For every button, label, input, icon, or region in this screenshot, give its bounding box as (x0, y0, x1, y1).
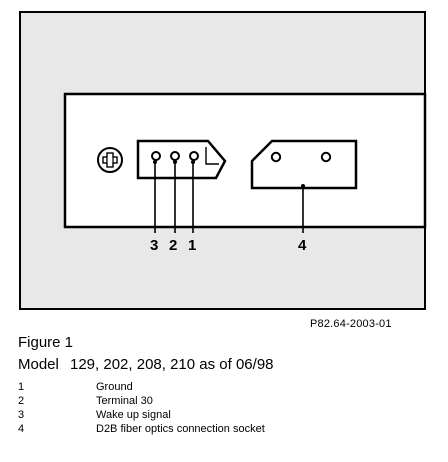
callout-3: 3 (150, 237, 158, 254)
legend-number: 1 (18, 381, 25, 393)
socket-hole-right (320, 151, 332, 163)
legend-text: Ground (96, 381, 133, 393)
pin-2 (170, 151, 180, 161)
screw-icon (97, 147, 123, 173)
callout-1: 1 (188, 237, 196, 254)
legend-text: Terminal 30 (96, 395, 153, 407)
socket-hole-left (270, 151, 282, 163)
connector-diagram: 3 2 1 4 (19, 11, 427, 310)
legend-text: Wake up signal (96, 409, 171, 421)
callout-4: 4 (298, 237, 307, 254)
figure-reference-code: P82.64-2003-01 (310, 318, 392, 330)
legend-item: 1 Ground (18, 380, 438, 394)
model-value: 129, 202, 208, 210 as of 06/98 (70, 356, 274, 373)
legend-item: 3 Wake up signal (18, 408, 438, 422)
pin-1 (189, 151, 199, 161)
legend: 1 Ground 2 Terminal 30 3 Wake up signal 4 D2… (18, 380, 438, 436)
legend-item: 4 D2B fiber optics connection socket (18, 422, 438, 436)
legend-number: 4 (18, 423, 25, 435)
three-pin-connector (136, 139, 227, 180)
callout-2: 2 (169, 237, 177, 254)
legend-text: D2B fiber optics connection socket (96, 423, 265, 435)
model-label: Model (18, 356, 59, 373)
figure-title: Figure 1 (18, 334, 74, 351)
legend-item: 2 Terminal 30 (18, 394, 438, 408)
fiber-optic-socket (250, 139, 358, 190)
legend-number: 2 (18, 395, 25, 407)
pin-3 (151, 151, 161, 161)
legend-number: 3 (18, 409, 25, 421)
connector-panel (63, 92, 427, 229)
model-line: Model 129, 202, 208, 210 as of 06/98 (18, 356, 274, 373)
